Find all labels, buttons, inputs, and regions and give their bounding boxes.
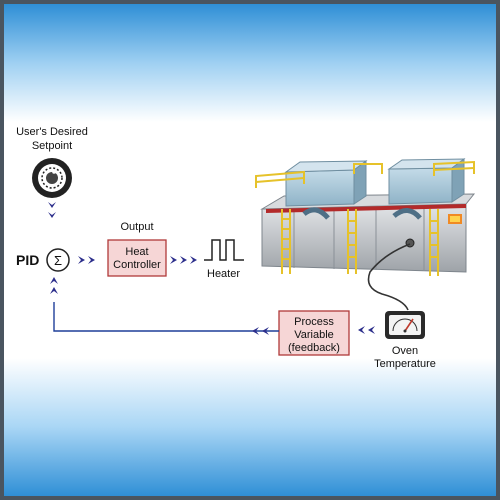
heat-controller-label-line2: Controller [113, 259, 161, 271]
setpoint-label-line1: User's Desired [16, 126, 88, 138]
output-label: Output [120, 221, 153, 233]
temperature-gauge-icon[interactable] [385, 311, 425, 339]
setpoint-arrows [48, 202, 56, 218]
process-variable-label-line2: Variable [294, 329, 334, 341]
heat-controller-label-line1: Heat [125, 246, 148, 258]
oven-temperature-label-line1: Oven [392, 345, 418, 357]
gauge-to-process-arrows [358, 326, 375, 334]
setpoint-dial-icon[interactable] [32, 158, 72, 198]
sigma-symbol: Σ [54, 253, 62, 268]
feedback-arrows [50, 277, 269, 335]
pid-diagram: User's Desired Setpoint PID Σ Output Hea… [16, 126, 476, 370]
setpoint-label-line2: Setpoint [32, 140, 72, 152]
summing-junction[interactable]: Σ [46, 248, 70, 272]
feedback-line [53, 302, 279, 332]
oven-temperature-label-line2: Temperature [374, 358, 436, 370]
heat-controller-box[interactable]: Heat Controller [107, 239, 167, 277]
heater-label: Heater [207, 268, 240, 280]
process-variable-label-line3: (feedback) [288, 342, 340, 354]
industrial-oven-illustration [255, 158, 476, 276]
pid-label: PID [16, 252, 39, 268]
sensor-cable [367, 243, 411, 311]
process-variable-label-line1: Process [294, 316, 334, 328]
heater-pulse-waveform [204, 239, 244, 261]
controller-to-heater-arrows [170, 256, 197, 264]
process-variable-box[interactable]: Process Variable (feedback) [278, 310, 350, 356]
sigma-to-controller-arrows [78, 256, 95, 264]
